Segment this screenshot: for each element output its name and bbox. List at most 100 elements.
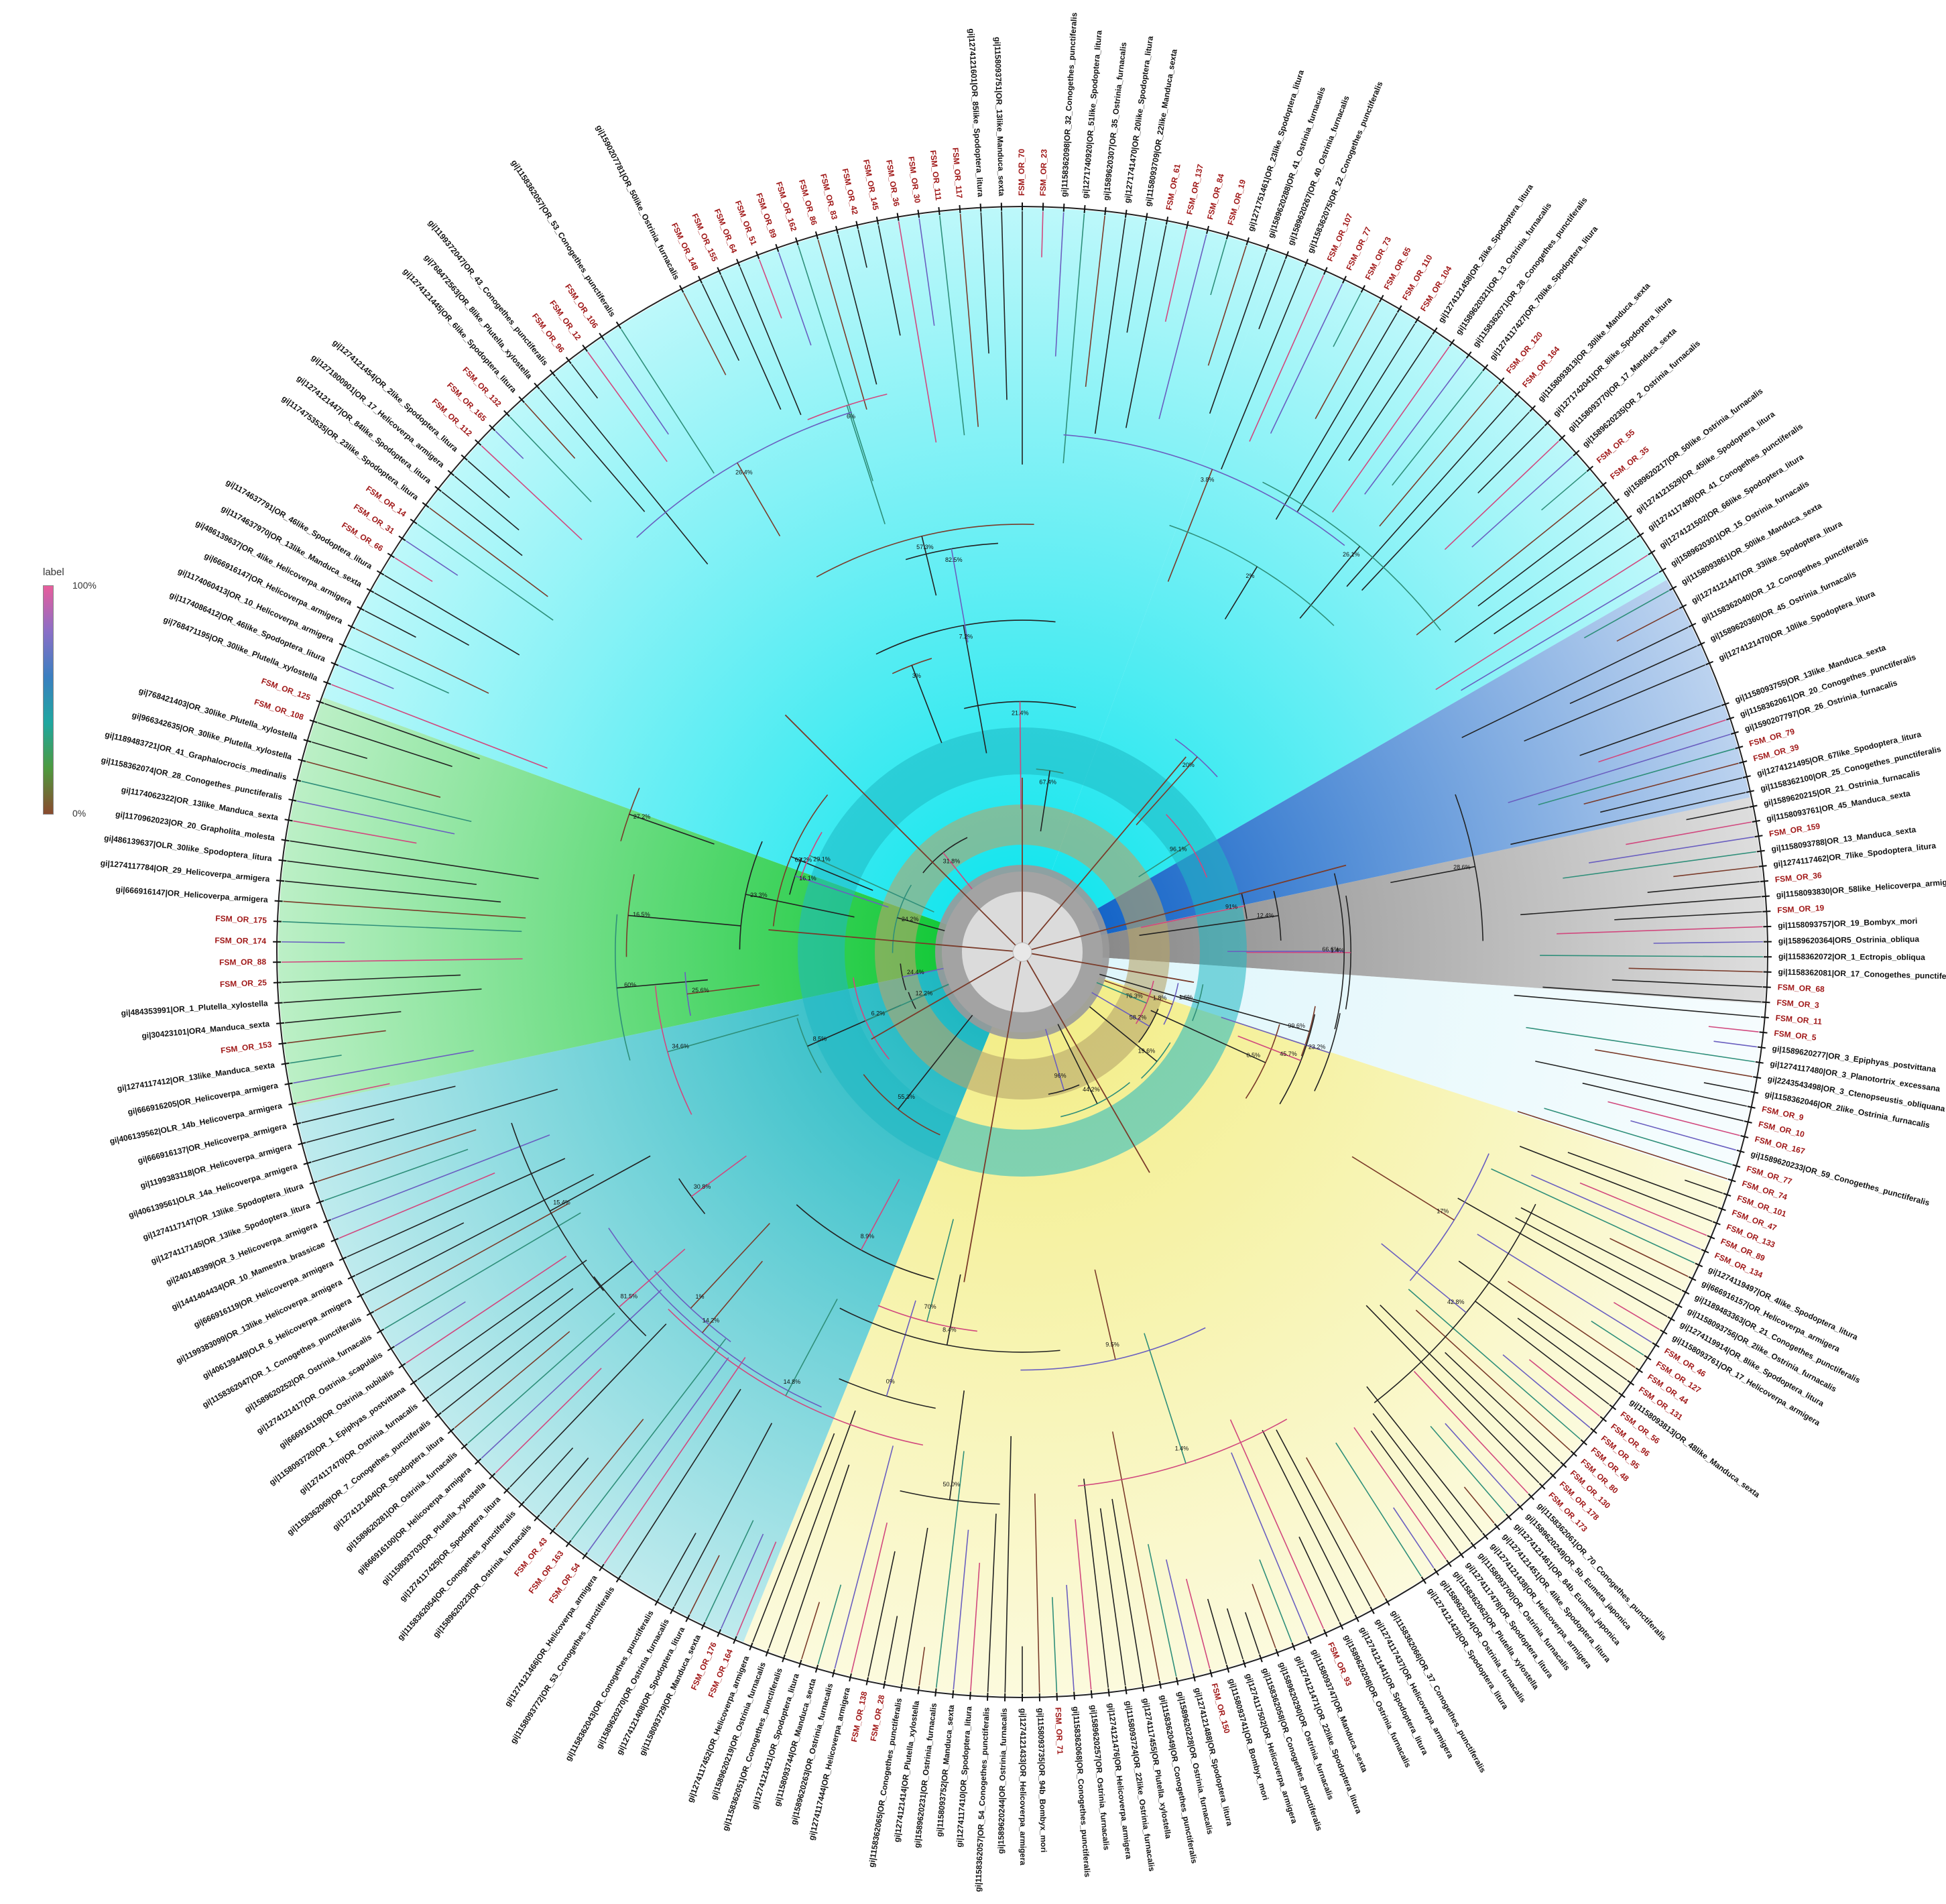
support-value: 82.5% xyxy=(945,556,963,563)
fsm-leaf-label: FSM_OR_153 xyxy=(220,1040,272,1055)
leaf-tick xyxy=(357,606,365,611)
terminal-branch xyxy=(587,1357,729,1553)
terminal-branch xyxy=(417,524,554,621)
terminal-branch xyxy=(1041,211,1044,257)
leaf-tick xyxy=(733,1636,737,1645)
terminal-branch xyxy=(1508,1281,1636,1368)
internal-branch-radial xyxy=(1150,1010,1266,1063)
terminal-branch xyxy=(1600,777,1743,813)
leaf-tick xyxy=(736,258,741,267)
terminal-branch xyxy=(1510,792,1746,845)
internal-branch-arc xyxy=(1048,1084,1080,1095)
terminal-branch xyxy=(1541,471,1587,511)
fsm-leaf-label: FSM_OR_150 xyxy=(1210,1682,1232,1734)
leaf-tick xyxy=(292,778,302,782)
terminal-branch xyxy=(603,340,669,435)
leaf-tick xyxy=(366,588,375,593)
leaf-tick xyxy=(347,624,356,630)
fsm-leaf-label: FSM_OR_145 xyxy=(861,159,881,211)
support-value: 26.1% xyxy=(1343,551,1360,558)
green-clade-sector xyxy=(278,697,947,1107)
terminal-branch xyxy=(1471,456,1573,548)
leaf-tick xyxy=(775,243,780,252)
leaf-tick xyxy=(1209,1669,1213,1677)
terminal-branch xyxy=(1209,252,1267,414)
leaf-tick xyxy=(896,213,900,221)
terminal-branch xyxy=(1528,1359,1600,1417)
terminal-branch xyxy=(1579,1182,1707,1236)
leaf-tick xyxy=(959,204,961,213)
leaf-tick xyxy=(1695,1262,1703,1268)
support-value: 1.8% xyxy=(1153,994,1167,1001)
terminal-branch xyxy=(282,974,461,984)
fsm-leaf-label: FSM_OR_11 xyxy=(1775,1013,1823,1026)
terminal-branch xyxy=(1520,896,1761,916)
leaf-tick xyxy=(447,1427,455,1434)
fsm-leaf-label: FSM_OR_117 xyxy=(951,147,964,199)
leaf-tick xyxy=(1341,276,1347,284)
internal-branch-radial xyxy=(667,1014,799,1053)
terminal-branch xyxy=(1713,1040,1758,1048)
leaf-tick xyxy=(323,1219,331,1224)
support-value: 91% xyxy=(1225,903,1237,910)
support-value: 7.2% xyxy=(959,634,973,640)
reference-leaf-label: gi|1274117410|OR_Spodoptera_litura xyxy=(955,1706,974,1848)
terminal-branch xyxy=(1315,302,1380,420)
leaf-tick xyxy=(309,1181,318,1185)
internal-branch-radial xyxy=(1221,1016,1330,1054)
support-value: 24.4% xyxy=(907,969,924,975)
root-branch xyxy=(1026,959,1150,1173)
terminal-branch xyxy=(1210,239,1227,296)
terminal-branch xyxy=(1542,986,1762,1003)
leaf-tick xyxy=(288,798,297,802)
terminal-branch xyxy=(1591,1320,1644,1356)
leaf-tick xyxy=(1482,364,1489,371)
teal-clade-sector xyxy=(294,968,993,1643)
leaf-tick xyxy=(1378,294,1384,303)
internal-branch-radial xyxy=(690,1223,770,1309)
terminal-branch xyxy=(1249,275,1325,442)
internal-branch-radial xyxy=(1138,843,1190,878)
leaf-tick xyxy=(330,1238,339,1242)
terminal-branch xyxy=(1589,836,1754,864)
bootstrap-support-labels: 0%1.4%14.2%1.6%62.2%50.0%21.4%42.8%70%17… xyxy=(553,413,1470,1488)
terminal-branch xyxy=(980,212,989,354)
support-value: 57.3% xyxy=(916,544,934,550)
internal-branch-radial xyxy=(946,1274,961,1346)
internal-branch-radial xyxy=(618,1248,686,1308)
leaf-tick xyxy=(1580,1439,1587,1445)
leaf-tick xyxy=(1528,1493,1535,1500)
terminal-branch xyxy=(1185,1578,1211,1669)
terminal-branch xyxy=(784,1464,850,1655)
leaf-tick xyxy=(1449,339,1455,347)
internal-branch-radial xyxy=(898,1014,973,1110)
terminal-branch xyxy=(524,1447,574,1502)
leaf-tick xyxy=(1752,819,1760,823)
reference-leaf-label: gi|1274121601|OR_85like_Spodoptera_litur… xyxy=(967,28,985,197)
leaf-tick xyxy=(1062,203,1065,212)
terminal-branch xyxy=(1628,967,1763,973)
leaf-tick xyxy=(347,1274,356,1280)
support-value: 3% xyxy=(912,672,921,679)
fsm-leaf-label: FSM_OR_88 xyxy=(219,957,267,967)
internal-branch-radial xyxy=(1140,905,1245,929)
terminal-branch xyxy=(481,445,583,540)
leaf-tick xyxy=(1668,585,1677,591)
leaf-tick xyxy=(1723,1193,1731,1197)
leaf-tick xyxy=(489,1472,496,1480)
reference-leaf-label: gi|1158362098|OR_32_Conogethes_punctifer… xyxy=(1059,12,1079,197)
leaf-tick xyxy=(1304,258,1309,267)
leaf-tick xyxy=(938,206,940,216)
terminal-branch xyxy=(1231,1452,1309,1636)
terminal-branch xyxy=(739,267,802,416)
leaf-tick xyxy=(1544,419,1551,426)
leaf-tick xyxy=(288,1102,297,1106)
terminal-branch xyxy=(384,1212,581,1329)
terminal-branch xyxy=(970,1563,981,1691)
terminal-branch xyxy=(1515,1217,1675,1304)
support-value: 14.8% xyxy=(784,1378,801,1385)
terminal-branch xyxy=(394,1301,466,1347)
terminal-branch xyxy=(953,1529,969,1690)
terminal-branch xyxy=(1332,346,1450,513)
leaf-tick xyxy=(1644,1355,1652,1361)
